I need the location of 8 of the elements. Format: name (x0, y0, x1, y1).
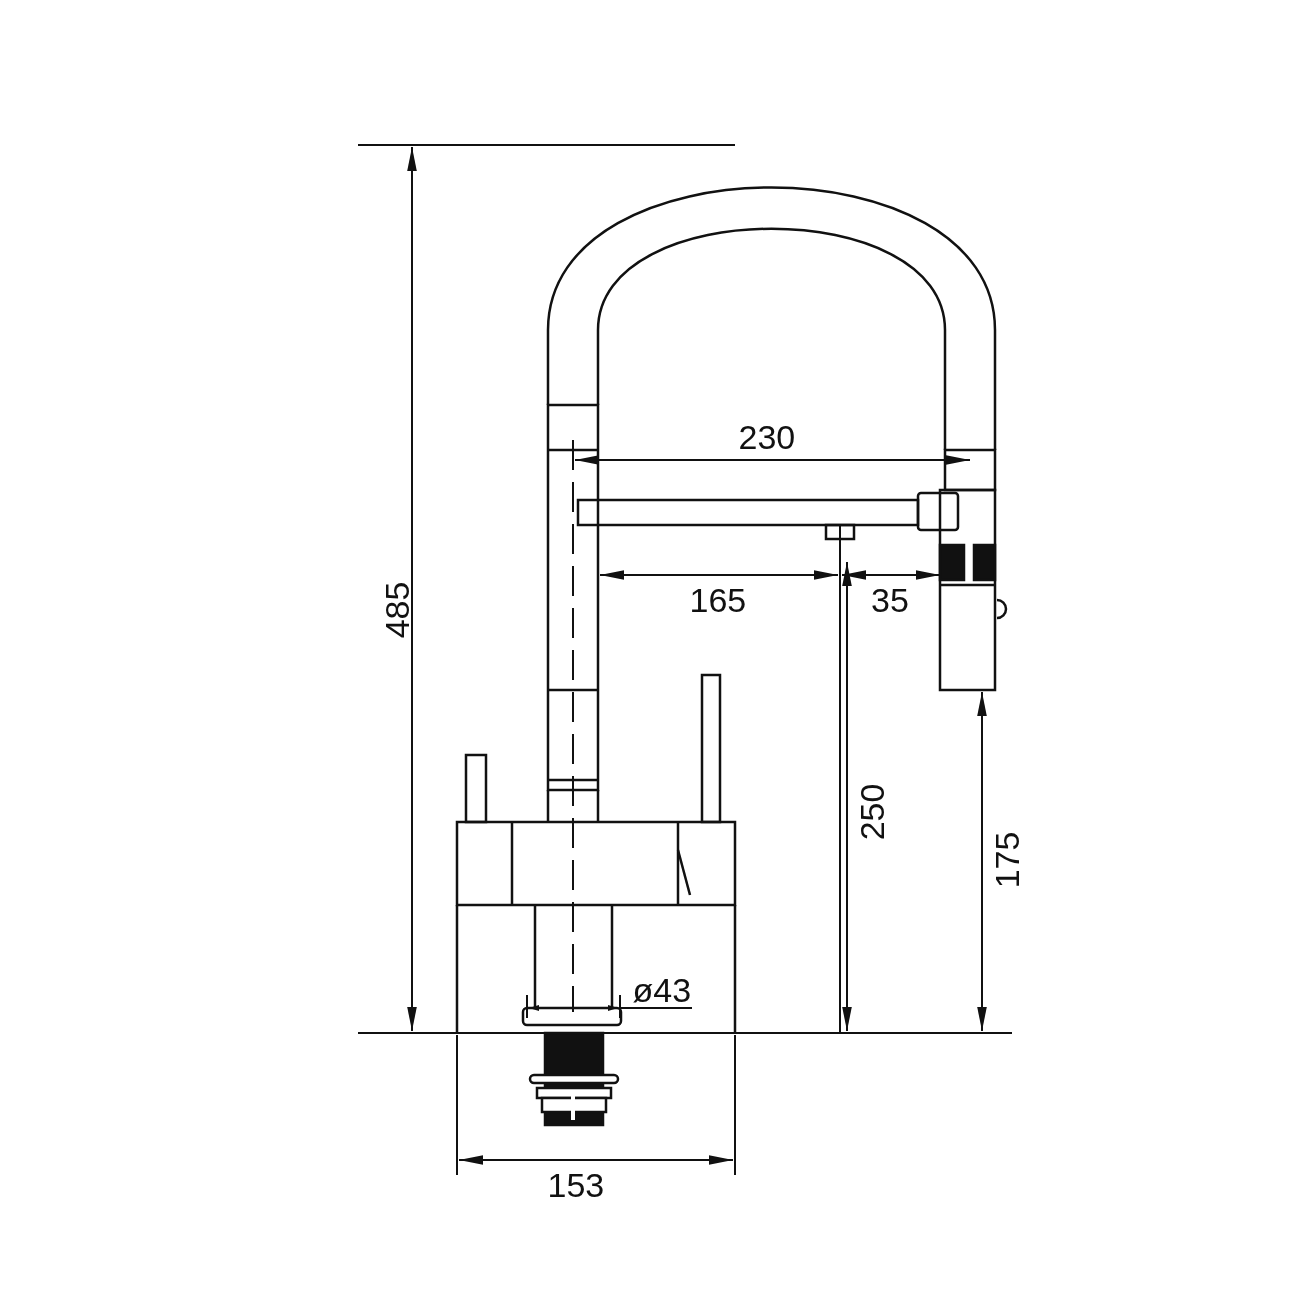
dimension-label: 485 (379, 581, 414, 639)
dimension-label: 230 (738, 420, 796, 454)
dimension-label: 250 (854, 783, 889, 841)
dimension-label: 35 (871, 583, 909, 617)
dimension-label: ø43 (632, 973, 692, 1007)
dimension-label: 165 (689, 583, 747, 617)
dimension-label: 175 (989, 831, 1024, 889)
dimension-label: 153 (547, 1168, 605, 1202)
